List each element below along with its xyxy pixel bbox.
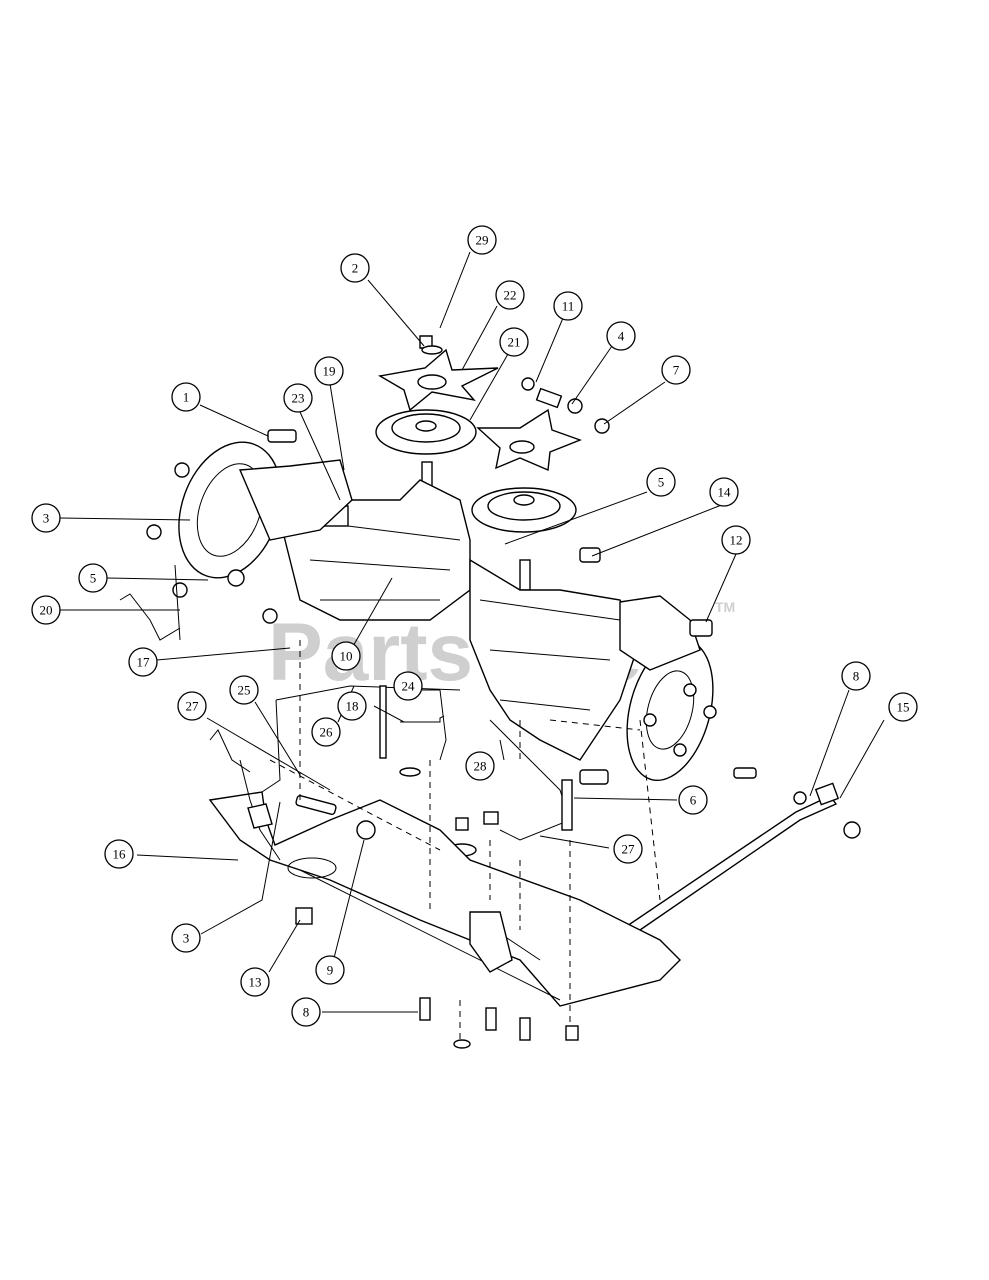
svg-text:23: 23 xyxy=(292,391,305,406)
callout-23: 23 xyxy=(283,383,313,413)
svg-text:4: 4 xyxy=(618,329,625,344)
svg-text:19: 19 xyxy=(323,364,336,379)
fitting-14 xyxy=(579,547,601,563)
svg-text:8: 8 xyxy=(303,1005,310,1020)
callout-5-left: 5 xyxy=(78,563,108,593)
svg-text:10: 10 xyxy=(340,649,353,664)
callout-12: 12 xyxy=(721,525,751,555)
svg-text:17: 17 xyxy=(137,655,151,670)
callout-15: 15 xyxy=(888,692,918,722)
callout-8-right: 8 xyxy=(841,661,871,691)
bolt-3b xyxy=(295,794,337,816)
frame-bracket-16 xyxy=(208,791,681,1007)
svg-text:2: 2 xyxy=(352,261,359,276)
svg-text:22: 22 xyxy=(504,288,517,303)
svg-text:24: 24 xyxy=(402,679,416,694)
callout-2: 2 xyxy=(340,253,370,283)
callout-9: 9 xyxy=(315,955,345,985)
callout-13: 13 xyxy=(240,967,270,997)
callout-1: 1 xyxy=(171,382,201,412)
callout-16: 16 xyxy=(104,839,134,869)
callout-29: 29 xyxy=(467,225,497,255)
callout-28: 28 xyxy=(465,751,495,781)
bolt-8b xyxy=(419,997,431,1021)
svg-text:29: 29 xyxy=(476,233,489,248)
tie-rod xyxy=(603,795,838,952)
svg-text:16: 16 xyxy=(113,847,127,862)
svg-text:13: 13 xyxy=(249,975,262,990)
callout-14: 14 xyxy=(709,477,739,507)
callout-27-right: 27 xyxy=(613,834,643,864)
callout-17: 17 xyxy=(128,647,158,677)
bracket-right xyxy=(619,595,701,671)
svg-text:27: 27 xyxy=(186,699,200,714)
callout-22: 22 xyxy=(495,280,525,310)
svg-text:9: 9 xyxy=(327,963,334,978)
callout-5-right: 5 xyxy=(646,467,676,497)
rod-25 xyxy=(261,699,281,793)
callout-6: 6 xyxy=(678,785,708,815)
svg-text:1: 1 xyxy=(183,390,190,405)
hook-27 xyxy=(209,729,251,773)
fan-hub-22 xyxy=(417,374,447,390)
callout-11: 11 xyxy=(553,291,583,321)
svg-text:18: 18 xyxy=(346,699,359,714)
slot-plate xyxy=(469,911,513,973)
transaxle-right-housing xyxy=(469,558,641,761)
svg-text:28: 28 xyxy=(474,759,487,774)
callout-26: 26 xyxy=(311,717,341,747)
svg-text:25: 25 xyxy=(238,683,251,698)
svg-text:6: 6 xyxy=(690,793,697,808)
pin-18 xyxy=(379,685,387,759)
svg-text:8: 8 xyxy=(853,669,860,684)
svg-text:27: 27 xyxy=(622,842,636,857)
callout-20: 20 xyxy=(31,595,61,625)
svg-text:11: 11 xyxy=(562,299,575,314)
callout-3-top: 3 xyxy=(31,503,61,533)
svg-text:26: 26 xyxy=(320,725,334,740)
svg-text:14: 14 xyxy=(718,485,732,500)
bracket-left xyxy=(238,459,353,541)
svg-text:7: 7 xyxy=(673,363,680,378)
callout-24: 24 xyxy=(393,671,423,701)
leader-lines xyxy=(59,251,885,1013)
nut-center xyxy=(455,817,469,831)
nut-13 xyxy=(295,907,313,925)
washer-2 xyxy=(421,345,443,355)
callout-4: 4 xyxy=(606,321,636,351)
svg-text:TM: TM xyxy=(715,599,735,615)
bolt-6 xyxy=(561,779,573,831)
callout-25: 25 xyxy=(229,675,259,705)
callout-19: 19 xyxy=(314,356,344,386)
svg-text:21: 21 xyxy=(508,335,521,350)
svg-text:3: 3 xyxy=(43,511,50,526)
svg-text:5: 5 xyxy=(658,475,665,490)
callout-3-bottom: 3 xyxy=(171,923,201,953)
svg-text:12: 12 xyxy=(730,533,743,548)
svg-text:5: 5 xyxy=(90,571,97,586)
parts-art xyxy=(119,335,861,1049)
callout-7: 7 xyxy=(661,355,691,385)
callout-18: 18 xyxy=(337,691,367,721)
rod-20 xyxy=(119,593,181,641)
svg-text:20: 20 xyxy=(40,603,53,618)
svg-text:15: 15 xyxy=(897,700,910,715)
bolt-1 xyxy=(267,429,297,443)
callout-27-left: 27 xyxy=(177,691,207,721)
spacer-9 xyxy=(356,820,376,840)
callouts: 29 2 22 11 4 7 21 19 1 23 3 5 14 12 5 20… xyxy=(31,225,918,1027)
callout-21: 21 xyxy=(499,327,529,357)
svg-text:3: 3 xyxy=(183,931,190,946)
callout-8-bottom: 8 xyxy=(291,997,321,1027)
callout-10: 10 xyxy=(331,641,361,671)
shaft-right xyxy=(519,559,531,591)
fan-second xyxy=(476,408,582,472)
